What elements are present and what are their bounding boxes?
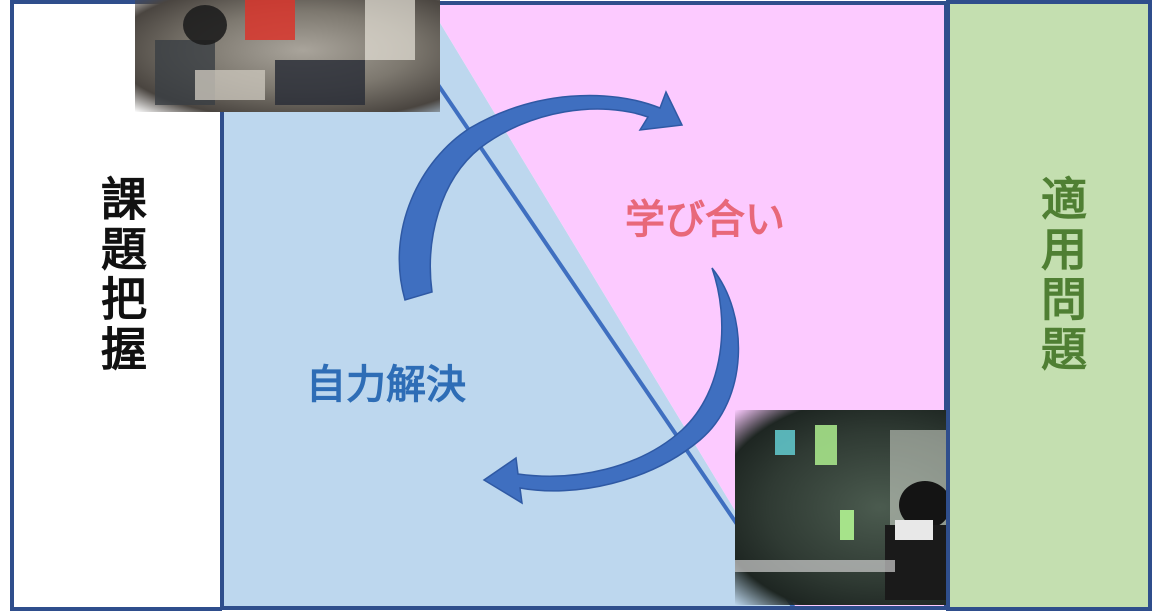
photo-top-art [155,0,415,105]
phase-label-learning-together: 学び合い [625,197,785,243]
phase-label-task-grasp: 課題把握 [94,175,148,375]
diagonal-divider [426,68,796,610]
arrow-down-left [482,267,740,505]
phase-label-application-problem: 適用問題 [1034,175,1088,375]
phase-label-self-solving: 自力解決 [306,362,466,408]
right-panel [946,0,1152,611]
photo-bottom-art [735,425,995,600]
classroom-desk-photo [135,0,440,112]
arrow-up-right [398,90,684,301]
